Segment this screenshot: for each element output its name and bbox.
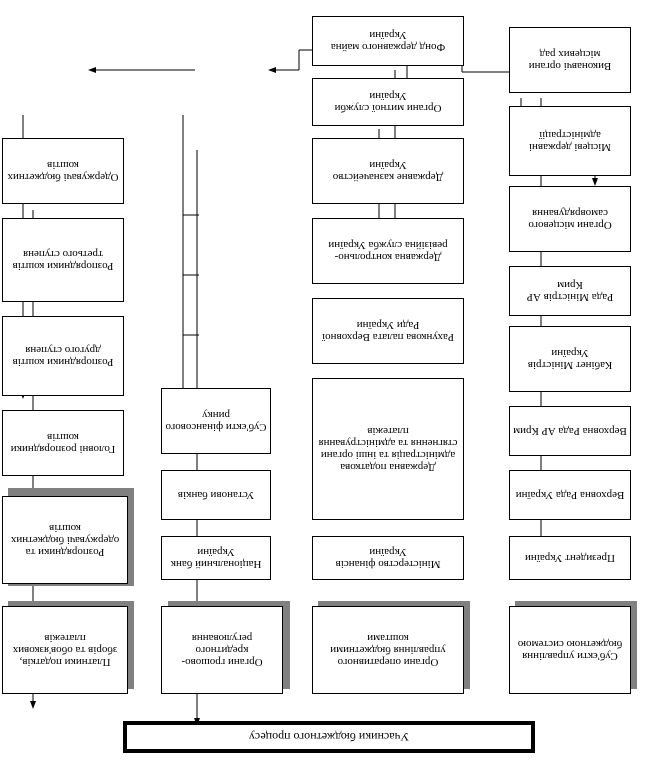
node-national-bank: Національний банк України — [161, 536, 271, 580]
node-verkhovna-rada-crimea: Верховна Рада АР Крим — [509, 406, 631, 456]
arrow-head — [30, 701, 36, 709]
node-verkhovna-rada: Верховна Рада України — [509, 470, 631, 520]
arrow-head — [88, 67, 96, 73]
node-bank-institutions: Установи банків — [161, 470, 271, 520]
node-accounting-chamber: Рахункова палата Верховної Ради України — [312, 298, 464, 364]
diagram-title: Учасники бюджетного процесу — [123, 721, 535, 753]
arrow-head — [592, 178, 598, 186]
node-local-state-administrations: Місцеві державні адміністрації — [509, 106, 631, 176]
column-header-monetary-regulation: Органи грошово-кредитного регулювання — [161, 606, 283, 694]
node-financial-market-subjects: Суб'єкти фінансового ринку — [161, 388, 271, 454]
node-local-executive-bodies: Виконавчі органи місцевих рад — [509, 27, 631, 93]
node-cabinet-of-ministers: Кабінет Міністрів України — [509, 326, 631, 392]
node-state-treasury: Державне казначейство України — [312, 138, 464, 204]
node-main-spending-units: Головні розпорядники коштів — [2, 410, 124, 476]
node-customs-service: Органи митної служби України — [312, 78, 464, 126]
column-header-payers-recipients: Платники податків, зборів та обов'язкови… — [2, 606, 128, 694]
node-budget-funds-recipients: Одержувачі бюджетних коштів — [2, 138, 124, 204]
node-spending-units-recipients: Розпорядники та одержувачі бюджетних кош… — [2, 496, 128, 584]
node-ministry-of-finance: Міністерство фінансів України — [312, 536, 464, 580]
arrow-head — [268, 67, 276, 73]
node-control-audit-service: Державна контрольно-ревізійна служба Укр… — [312, 218, 464, 284]
column-header-operational-management: Органи оперативного управління бюджетним… — [312, 606, 464, 694]
node-council-ministers-crimea: Рада Міністрів АР Крим — [509, 266, 631, 316]
column-header-budget-management: Суб'єкти управління бюджетною системою — [509, 606, 631, 694]
node-second-level-spending-units: Розпорядники коштів другого ступеня — [2, 316, 124, 396]
node-local-self-government: Органи місцевого самоврядування — [509, 186, 631, 252]
node-tax-administration: Державна податкова адміністрація та інші… — [312, 378, 464, 520]
node-president: Президент України — [509, 536, 631, 580]
node-third-level-spending-units: Розпорядники коштів третього ступеня — [2, 218, 124, 302]
node-state-property-fund: Фонд державного майна України — [312, 16, 464, 66]
